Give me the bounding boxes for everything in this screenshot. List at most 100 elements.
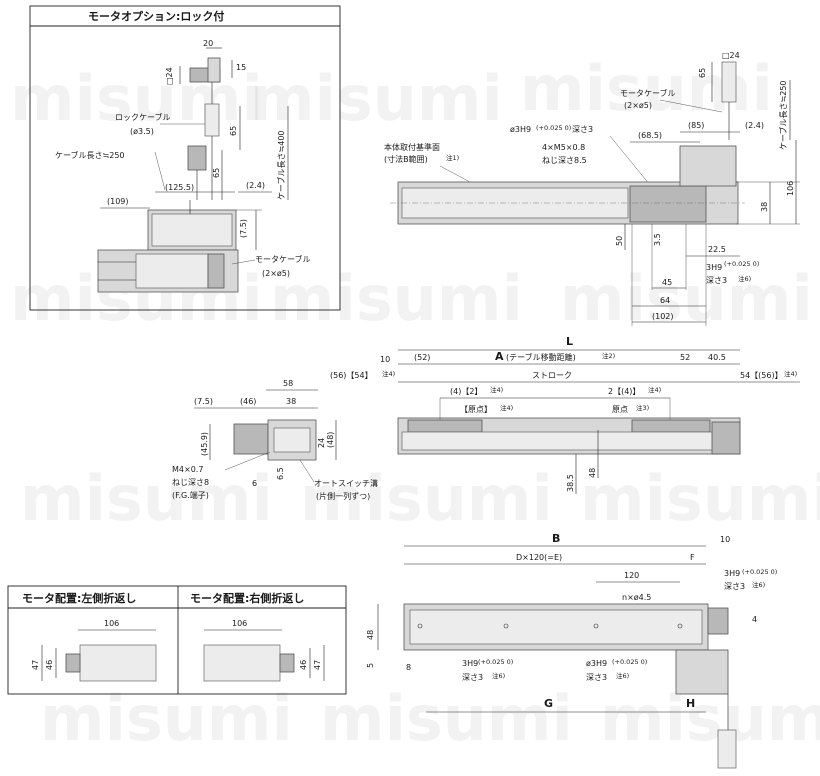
svg-text:オートスイッチ溝: オートスイッチ溝 — [314, 478, 378, 488]
svg-text:(2.4): (2.4) — [246, 181, 265, 190]
svg-text:misumi: misumi — [320, 682, 573, 755]
svg-text:65: 65 — [229, 126, 238, 136]
svg-text:(2×ø5): (2×ø5) — [624, 101, 652, 110]
bottom-view: B 10 D×120(=E) F 120 3H9 (+0.025 0) 深さ3 … — [366, 532, 777, 769]
svg-text:(52): (52) — [414, 353, 430, 362]
svg-text:ケーブル長さ≒400: ケーブル長さ≒400 — [276, 131, 286, 201]
top-motor-block — [679, 145, 737, 187]
lock-option-title: モータオプション:ロック付 — [88, 9, 224, 23]
svg-text:注3): 注3) — [636, 403, 649, 412]
svg-text:(7.5): (7.5) — [239, 219, 248, 238]
svg-text:15: 15 — [236, 63, 246, 72]
svg-text:(46): (46) — [240, 397, 256, 406]
svg-text:48: 48 — [588, 468, 597, 478]
svg-text:(+0.025 0): (+0.025 0) — [724, 260, 759, 268]
svg-text:(56)【54】: (56)【54】 — [330, 371, 373, 380]
svg-text:(68.5): (68.5) — [638, 131, 662, 140]
svg-text:(+0.025 0): (+0.025 0) — [742, 568, 777, 576]
svg-text:106: 106 — [232, 619, 247, 628]
svg-text:misumi: misumi — [10, 62, 263, 135]
svg-text:6.5: 6.5 — [276, 467, 285, 480]
svg-text:65: 65 — [698, 68, 707, 78]
svg-text:深さ3: 深さ3 — [462, 673, 483, 682]
svg-text:G: G — [544, 697, 553, 710]
svg-text:(45.9): (45.9) — [200, 432, 209, 456]
svg-text:深さ3: 深さ3 — [572, 125, 593, 134]
svg-text:6: 6 — [252, 479, 257, 488]
svg-text:(48): (48) — [326, 432, 335, 448]
svg-text:38.5: 38.5 — [566, 474, 575, 492]
svg-text:ケーブル長さ≒250: ケーブル長さ≒250 — [778, 81, 788, 151]
svg-text:(テーブル移動距離): (テーブル移動距離) — [506, 352, 576, 362]
svg-text:注6): 注6) — [492, 671, 505, 680]
svg-text:B: B — [552, 532, 560, 545]
front-view: L 10 (52) A (テーブル移動距離) 注2) 52 40.5 (56)【… — [330, 335, 800, 494]
front-table-right — [631, 419, 711, 433]
svg-text:misumi: misumi — [300, 462, 553, 535]
svg-text:40.5: 40.5 — [708, 353, 726, 362]
svg-text:深さ3: 深さ3 — [724, 582, 745, 591]
svg-text:L: L — [566, 335, 573, 348]
svg-text:106: 106 — [104, 619, 119, 628]
svg-text:47: 47 — [31, 660, 40, 670]
svg-text:ø3H9: ø3H9 — [586, 659, 607, 668]
svg-text:注1): 注1) — [446, 153, 459, 162]
svg-text:120: 120 — [624, 571, 639, 580]
svg-text:原点: 原点 — [612, 405, 628, 414]
svg-text:深さ3: 深さ3 — [586, 673, 607, 682]
cable-length-label: ケーブル長さ≒250 — [55, 150, 125, 160]
svg-text:ø3H9: ø3H9 — [510, 125, 531, 134]
motor-right-body — [203, 644, 281, 682]
motor-left-body — [79, 644, 157, 682]
svg-text:ストローク: ストローク — [532, 371, 572, 380]
svg-text:深さ3: 深さ3 — [706, 276, 727, 285]
svg-text:注4): 注4) — [500, 403, 513, 412]
svg-text:4: 4 — [752, 615, 757, 624]
svg-text:46: 46 — [299, 660, 308, 670]
svg-text:misumi: misumi — [580, 462, 820, 535]
top-right-view: 65 □24 モータケーブル (2×ø5) ケーブル長さ≒250 (68.5) … — [384, 51, 800, 326]
svg-text:50: 50 — [615, 236, 624, 246]
svg-text:8: 8 — [406, 663, 411, 672]
front-table-left — [407, 419, 483, 433]
svg-text:M4×0.7: M4×0.7 — [172, 465, 203, 474]
svg-text:46: 46 — [45, 660, 54, 670]
svg-text:106: 106 — [786, 181, 795, 196]
svg-text:64: 64 — [660, 296, 670, 305]
top-table-block — [629, 185, 707, 223]
side-view: 58 (7.5) (46) 38 (45.9) (48) 24 M4×0.7 ね… — [172, 379, 378, 501]
svg-text:本体取付基準面: 本体取付基準面 — [384, 142, 440, 152]
svg-text:(85): (85) — [688, 121, 704, 130]
svg-text:misumi: misumi — [560, 262, 813, 335]
lock-option-frame — [29, 5, 341, 311]
svg-text:注4): 注4) — [490, 385, 503, 394]
svg-text:3.5: 3.5 — [653, 233, 662, 246]
svg-text:注6): 注6) — [616, 671, 629, 680]
svg-text:ねじ深さ8: ねじ深さ8 — [172, 478, 209, 487]
svg-text:misumi: misumi — [270, 262, 523, 335]
svg-text:注4): 注4) — [784, 369, 797, 378]
svg-text:misumi: misumi — [250, 62, 503, 135]
svg-text:3H9: 3H9 — [706, 263, 722, 272]
svg-text:注4): 注4) — [382, 369, 395, 378]
svg-text:52: 52 — [680, 353, 690, 362]
lock-option-panel: モータオプション:ロック付 20 15 □24 65 65 ケーブル長さ≒400… — [29, 5, 341, 311]
svg-text:(2×ø5): (2×ø5) — [262, 269, 290, 278]
svg-text:(4)【2】: (4)【2】 — [450, 387, 482, 396]
svg-text:(片側一列ずつ): (片側一列ずつ) — [316, 491, 370, 501]
side-motor — [233, 423, 269, 455]
motor-cable-label: モータケーブル — [255, 254, 311, 264]
svg-text:(+0.025 0): (+0.025 0) — [612, 658, 647, 666]
lock-cable-label: ロックケーブル — [115, 112, 171, 122]
svg-text:モータケーブル: モータケーブル — [620, 88, 676, 98]
motor-right-title: モータ配置:右側折返し — [190, 591, 304, 605]
svg-text:5: 5 — [366, 663, 375, 668]
svg-text:F: F — [690, 553, 695, 562]
svg-text:misumi: misumi — [40, 682, 293, 755]
svg-text:D×120(=E): D×120(=E) — [516, 553, 562, 562]
svg-text:10: 10 — [380, 355, 390, 364]
svg-text:(寸法B範囲): (寸法B範囲) — [384, 154, 428, 164]
svg-text:ねじ深さ8.5: ねじ深さ8.5 — [542, 156, 587, 165]
